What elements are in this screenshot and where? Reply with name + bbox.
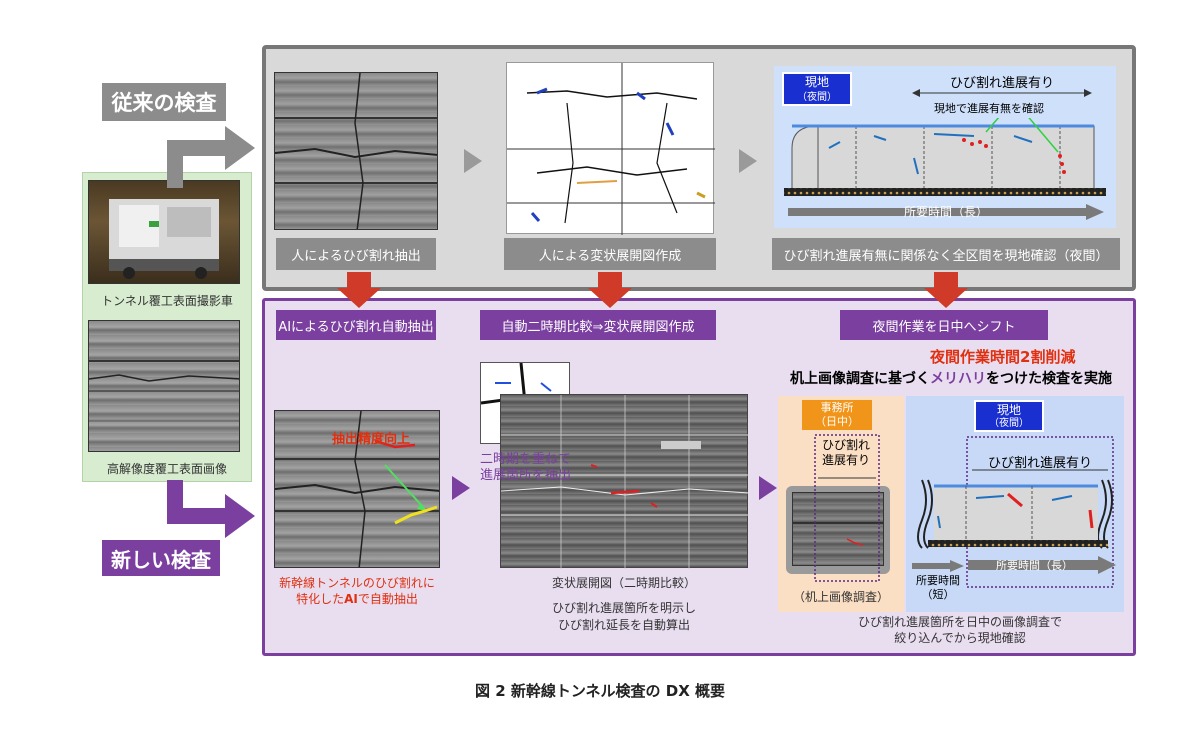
time-long-label: 所要時間（長） — [904, 205, 989, 219]
office-caption: （机上画像調査） — [792, 590, 889, 604]
summary-line2: 絞り込んでから現地確認 — [894, 631, 1026, 645]
new-tunnel-drawing — [917, 479, 1113, 549]
gray-arrow-right — [167, 126, 255, 188]
site-box-title: 現地 — [804, 75, 829, 89]
overlay-label: 二時期を重ねて 進展箇所を抽出 — [480, 452, 571, 484]
office-growth-line2: 進展有り — [821, 453, 870, 467]
overlay-label-line2: 進展箇所を抽出 — [480, 468, 572, 483]
desk-line-c: をつけた検査を実施 — [986, 371, 1112, 387]
chevron-right-icon — [759, 476, 777, 500]
time-long-arrow — [788, 204, 1104, 220]
crack-growth-label: ひび割れ進展有り — [949, 76, 1054, 91]
ai-caption: 新幹線トンネルのひび割れに 特化したAIで自動抽出 — [262, 575, 452, 607]
ai-extraction-image — [274, 410, 440, 568]
overlay-label-line1: 二時期を重ねて — [480, 452, 572, 467]
down-arrow-3 — [924, 272, 968, 308]
trad-step-1: 人によるひび割れ抽出 — [276, 238, 436, 270]
time-short-arrow — [912, 560, 964, 572]
ai-caption-line1: 新幹線トンネルのひび割れに — [279, 576, 435, 590]
new-time-long-label: 所要時間（長） — [996, 559, 1073, 572]
office-image — [792, 492, 884, 566]
map-caption: 変状展開図（二時期比較） — [551, 576, 696, 590]
figure-caption: 図 2 新幹線トンネル検査の DX 概要 — [474, 682, 726, 700]
traditional-label: 従来の検査 — [102, 83, 226, 121]
range-arrow — [912, 89, 1092, 97]
time-short-line1: 所要時間 — [916, 574, 960, 587]
chevron-right-icon — [464, 149, 482, 173]
ai-caption-part2a: 特化した — [296, 592, 345, 606]
ai-caption-part2b: AI — [344, 592, 358, 606]
manual-crack-map — [506, 62, 715, 235]
time-short-label: 所要時間 （短） — [908, 574, 968, 602]
purple-arrow-right — [167, 480, 255, 538]
office-growth-label: ひび割れ 進展有り — [814, 438, 878, 468]
trad-step-2: 人による変状展開図作成 — [504, 238, 716, 270]
accuracy-label: 抽出精度向上 — [332, 432, 411, 447]
new-site-subtitle: （夜間） — [989, 418, 1029, 429]
vehicle-photo — [88, 180, 240, 284]
new-summary: ひび割れ進展箇所を日中の画像調査で 絞り込んでから現地確認 — [800, 614, 1120, 646]
map-desc-line1: ひび割れ進展箇所を明示し — [551, 601, 696, 615]
down-arrow-2 — [588, 272, 632, 308]
desk-line-b: メリハリ — [930, 371, 986, 387]
vehicle-caption: トンネル覆工表面撮影車 — [101, 294, 233, 308]
new-header-2: 自動二時期比較⇒変状展開図作成 — [480, 310, 716, 340]
office-dashed-box — [814, 434, 880, 582]
reduction-headline: 夜間作業時間2割削減 — [930, 348, 1076, 366]
new-label: 新しい検査 — [102, 540, 220, 576]
tunnel-drawing — [784, 118, 1106, 196]
site-box: 現地 （夜間） — [782, 72, 852, 106]
desk-line-a: 机上画像調査に基づく — [790, 371, 930, 387]
new-site-growth-label: ひび割れ進展有り — [987, 456, 1092, 471]
office-box: 事務所 （日中） — [802, 400, 872, 430]
ai-caption-part2c: で自動抽出 — [357, 592, 418, 606]
office-box-subtitle: （日中） — [815, 415, 859, 428]
development-map — [500, 394, 750, 569]
new-header-1: AIによるひび割れ自動抽出 — [276, 310, 436, 340]
traditional-site-diagram: 現地 （夜間） ひび割れ進展有り 現地で進展有無を確認 — [774, 66, 1116, 228]
trad-step-3: ひび割れ進展有無に関係なく全区間を現地確認（夜間） — [772, 238, 1120, 270]
surface-image-caption: 高解像度覆工表面画像 — [106, 462, 227, 476]
new-time-long-arrow — [968, 556, 1116, 574]
new-header-3: 夜間作業を日中へシフト — [840, 310, 1048, 340]
time-short-line2: （短） — [921, 588, 955, 601]
chevron-right-icon — [739, 149, 757, 173]
office-box-title: 事務所 — [820, 401, 854, 414]
surface-image — [88, 320, 240, 452]
manual-extraction-image — [274, 72, 438, 230]
site-box-subtitle: （夜間） — [797, 92, 837, 103]
site-confirm-label: 現地で進展有無を確認 — [934, 102, 1044, 115]
map-description: ひび割れ進展箇所を明示し ひび割れ延長を自動算出 — [500, 600, 748, 634]
summary-line1: ひび割れ進展箇所を日中の画像調査で — [857, 615, 1062, 629]
desk-inspection-line: 机上画像調査に基づくメリハリをつけた検査を実施 — [790, 368, 1112, 388]
map-desc-line2: ひび割れ延長を自動算出 — [557, 618, 690, 632]
new-site-box: 現地 （夜間） — [974, 400, 1044, 432]
new-site-title: 現地 — [996, 403, 1021, 417]
chevron-right-icon — [452, 476, 470, 500]
down-arrow-1 — [337, 272, 381, 308]
office-growth-line1: ひび割れ — [821, 438, 870, 452]
